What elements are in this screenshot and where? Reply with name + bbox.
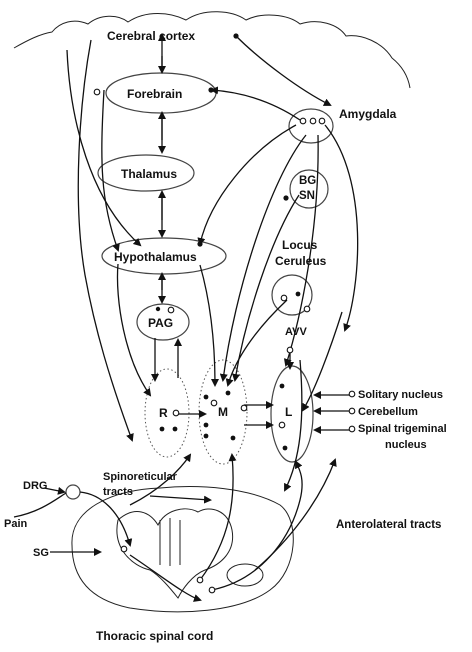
cortex-outline xyxy=(13,11,411,89)
label-l: L xyxy=(285,405,292,419)
m-region xyxy=(198,359,248,465)
label-thoracic-spinal-cord: Thoracic spinal cord xyxy=(96,629,213,643)
drg-node xyxy=(65,484,81,500)
label-solitary-nucleus: Solitary nucleus xyxy=(358,389,443,401)
label-locus: Locus xyxy=(282,238,318,252)
label-cerebral-cortex: Cerebral cortex xyxy=(107,29,195,43)
label-spinal-trigeminal: Spinal trigeminal xyxy=(358,423,447,435)
pathways xyxy=(13,33,359,602)
label-avv: AVV xyxy=(285,326,307,338)
spinal-cord-outline xyxy=(71,486,294,613)
label-ceruleus: Ceruleus xyxy=(275,254,327,268)
synapse-markers xyxy=(155,33,301,451)
anterolateral-tract-bundle xyxy=(226,563,264,587)
bg-sn-node xyxy=(289,169,329,209)
label-sn: SN xyxy=(299,190,315,202)
spinal-central-lines xyxy=(159,518,181,566)
label-hypothalamus: Hypothalamus xyxy=(114,250,197,264)
label-pag: PAG xyxy=(148,316,173,330)
label-m: M xyxy=(218,405,228,419)
r-region xyxy=(144,368,190,458)
label-spinal-trigeminal-nucleus: nucleus xyxy=(385,439,427,451)
label-forebrain: Forebrain xyxy=(127,87,182,101)
label-anterolateral-tracts: Anterolateral tracts xyxy=(336,519,441,531)
spinal-gray-matter xyxy=(116,508,234,599)
label-amygdala: Amygdala xyxy=(339,107,397,121)
amygdala-node xyxy=(288,108,334,144)
label-cerebellum: Cerebellum xyxy=(358,406,418,418)
label-thalamus: Thalamus xyxy=(121,167,177,181)
label-spinoreticular: Spinoreticular xyxy=(103,471,178,483)
label-sg: SG xyxy=(33,547,49,559)
label-r: R xyxy=(159,406,168,420)
label-pain: Pain xyxy=(4,518,28,530)
label-spinoreticular-tracts: tracts xyxy=(103,486,133,498)
pag-node xyxy=(136,303,190,341)
open-synapse-markers xyxy=(93,88,356,594)
label-bg: BG xyxy=(299,175,316,187)
thalamus-node xyxy=(97,154,195,192)
label-drg: DRG xyxy=(23,480,47,492)
